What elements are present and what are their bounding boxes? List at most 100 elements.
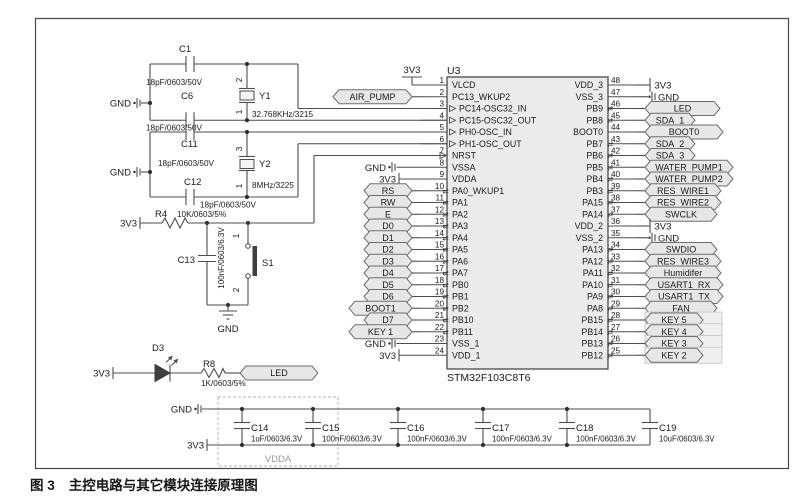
pin-number: 46 bbox=[611, 100, 621, 109]
crystal-body bbox=[239, 159, 255, 169]
net-flag-label: D2 bbox=[382, 245, 394, 255]
io-arrow-icon: ⇄ bbox=[607, 186, 613, 195]
pin-number: 32 bbox=[611, 264, 621, 273]
pin-name: PH1-OSC_OUT bbox=[459, 139, 522, 149]
net-flag-label: KEY 2 bbox=[661, 350, 686, 360]
pin-name: PA13 bbox=[582, 245, 603, 255]
pin-number: 4 bbox=[439, 111, 444, 120]
net-flag-label: WATER_PUMP1 bbox=[655, 162, 723, 172]
pin-name: PB1 bbox=[452, 292, 469, 302]
pin-number: 21 bbox=[435, 311, 445, 320]
gnd-dot-icon bbox=[388, 342, 391, 345]
switch-actuator bbox=[252, 246, 257, 276]
pin-number: 28 bbox=[611, 311, 621, 320]
gnd-dot-icon bbox=[388, 166, 391, 169]
component-ref: C6 bbox=[181, 91, 193, 102]
pin-name: PA1 bbox=[452, 198, 468, 208]
pin-name: PC13_WKUP2 bbox=[452, 92, 510, 102]
io-arrow-icon: ⇄ bbox=[607, 304, 613, 313]
net-flag-label: LED bbox=[674, 104, 692, 114]
pin-name: PA10 bbox=[582, 280, 603, 290]
junction-dot bbox=[147, 100, 153, 106]
power-port-label: 3V3 bbox=[379, 175, 396, 186]
junction-dot bbox=[480, 406, 486, 412]
component-value: 18pF/0603/50V bbox=[146, 78, 203, 87]
component-ref: C16 bbox=[407, 423, 424, 434]
pin-name: PA2 bbox=[452, 209, 468, 219]
component-ref: C17 bbox=[492, 423, 509, 434]
io-arrow-icon: ⇄ bbox=[442, 222, 448, 231]
junction-dot bbox=[310, 442, 316, 448]
net-flag-label: WATER_PUMP2 bbox=[655, 174, 723, 184]
pin-number: 41 bbox=[611, 158, 621, 167]
net-flag-boot1 bbox=[348, 300, 413, 316]
pin-number: 14 bbox=[435, 229, 445, 238]
pin-name: BOOT0 bbox=[573, 127, 603, 137]
pin-name: VDD_3 bbox=[575, 80, 603, 90]
pin-name: VSSA bbox=[452, 162, 476, 172]
io-arrow-icon: ⇄ bbox=[442, 186, 448, 195]
led-ray-arrowhead-icon bbox=[167, 355, 173, 361]
junction-dot bbox=[564, 406, 570, 412]
pin-name: PH0-OSC_IN bbox=[459, 127, 512, 137]
pin-number: 15 bbox=[435, 241, 445, 250]
net-flag-label: BOOT0 bbox=[669, 127, 700, 137]
pin-number: 26 bbox=[611, 335, 621, 344]
component-ref: C19 bbox=[659, 423, 676, 434]
io-arrow-icon: ⇄ bbox=[607, 269, 613, 278]
pin-number: 30 bbox=[611, 288, 621, 297]
component-value: 1K/0603/5% bbox=[201, 379, 246, 388]
pin-number: 20 bbox=[435, 299, 445, 308]
switch-pin-number: 1 bbox=[232, 233, 241, 238]
net-flag-label: USART1_RX bbox=[658, 280, 711, 290]
gnd-dot-icon bbox=[194, 407, 197, 411]
pin-input-arrow-icon bbox=[449, 140, 457, 148]
pin-number: 2 bbox=[439, 88, 444, 97]
gnd-port-label: GND bbox=[365, 163, 386, 174]
pin-name: PA5 bbox=[452, 245, 468, 255]
component-value: 100nF/0603/6.3V bbox=[407, 435, 468, 444]
gnd-dot-icon bbox=[648, 95, 651, 98]
component-value: 18pF/0603/50V bbox=[200, 201, 257, 210]
pin-name: VSS_3 bbox=[576, 92, 603, 102]
crystal-pin-number: 2 bbox=[235, 77, 244, 82]
pin-input-arrow-icon bbox=[449, 128, 457, 136]
net-flag-label: KEY 5 bbox=[661, 315, 686, 325]
pin-number: 3 bbox=[439, 100, 444, 109]
net-flag-label: D6 bbox=[382, 292, 394, 302]
net-flag-label: SWDIO bbox=[666, 245, 697, 255]
component-value: 100nF/0603/6.3V bbox=[492, 435, 553, 444]
pin-name: PC14-OSC32_IN bbox=[459, 104, 526, 114]
io-arrow-icon: ⇄ bbox=[442, 210, 448, 219]
component-value: 8MHz/3225 bbox=[252, 181, 294, 190]
junction-dot bbox=[239, 406, 245, 412]
pin-name: PB15 bbox=[581, 315, 603, 325]
pin-name: PB12 bbox=[581, 350, 603, 360]
switch-contact bbox=[245, 243, 251, 249]
pin-number: 12 bbox=[435, 205, 445, 214]
pin-number: 33 bbox=[611, 252, 621, 261]
pin-number: 5 bbox=[439, 123, 444, 132]
io-arrow-icon: ⇄ bbox=[607, 339, 613, 348]
pin-name: VSS_2 bbox=[576, 233, 603, 243]
component-ref: C13 bbox=[178, 255, 195, 266]
io-arrow-icon: ⇄ bbox=[442, 257, 448, 266]
io-arrow-icon: ⇄ bbox=[607, 151, 613, 160]
pin-number: 22 bbox=[435, 323, 445, 332]
crystal-pin-number: 1 bbox=[235, 183, 244, 188]
net-flag-label: SDA_3 bbox=[656, 151, 685, 161]
pin-number: 16 bbox=[435, 252, 445, 261]
net-flag-label: BOOT1 bbox=[365, 303, 396, 313]
pin-name: PB0 bbox=[452, 280, 469, 290]
pin-number: 18 bbox=[435, 276, 445, 285]
gnd-dot-icon bbox=[648, 236, 651, 239]
power-port-label: 3V3 bbox=[404, 65, 421, 76]
switch-contact bbox=[245, 273, 251, 279]
led-ray-arrowhead-icon bbox=[173, 358, 179, 364]
junction-dot bbox=[147, 169, 153, 175]
gnd-port-label: GND bbox=[171, 405, 192, 416]
gnd-port-label: GND bbox=[365, 339, 386, 350]
mcu-ref: U3 bbox=[447, 65, 461, 77]
